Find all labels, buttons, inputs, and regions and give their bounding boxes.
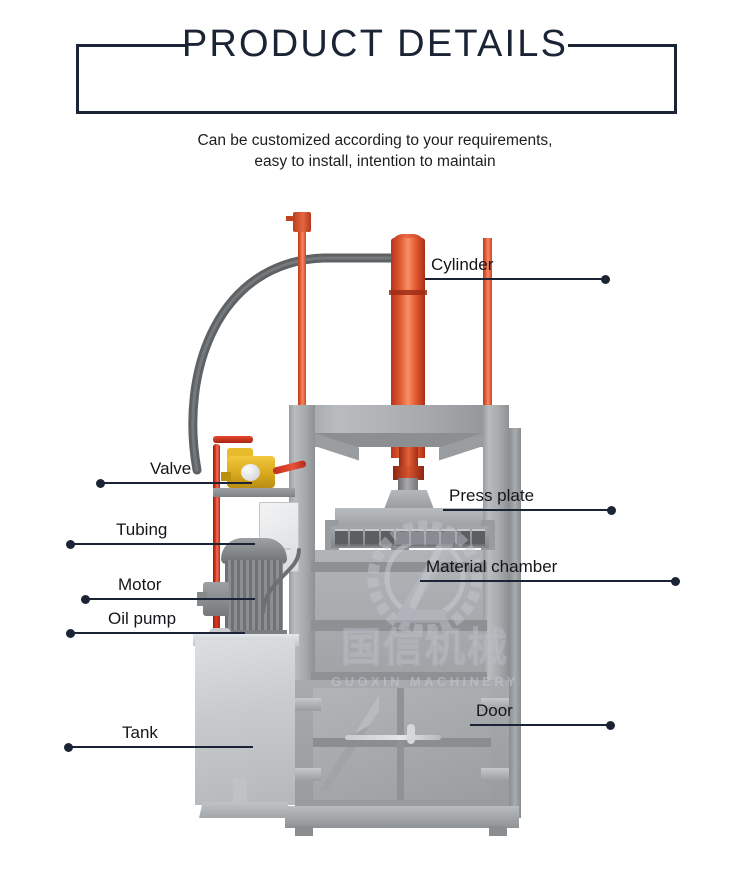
frame-side-column [509,428,521,818]
header-block: PRODUCT DETAILS Can be customized accord… [0,0,750,180]
guide-rod-right [483,238,492,443]
press-plate-upper [335,508,483,528]
press-plate-slot [335,528,349,546]
callout-label-tank: Tank [122,723,158,742]
press-plate-slot [441,528,455,546]
press-plate-slot [471,528,486,546]
guide-rod-left [298,225,306,440]
cylinder-ring [389,290,427,295]
hydraulic-tubing [213,444,220,622]
callout-line [443,509,611,511]
valve-knob[interactable] [241,464,260,481]
page-title: PRODUCT DETAILS [181,23,569,65]
callout-label-door: Door [476,701,513,720]
cylinder-collar [393,466,424,480]
chamber-rail [311,672,487,683]
callout-line [470,724,610,726]
valve-mounting-shelf [213,488,295,497]
machine-foot [295,826,313,836]
press-plate-slot [350,528,364,546]
press-plate-slot [411,528,425,546]
valve-cap [227,448,253,459]
callout-line [68,746,253,748]
baler-machine-illustration [185,190,535,860]
callout-line [425,278,605,280]
rod-top-fitting [293,212,311,232]
callout-label-cylinder: Cylinder [431,255,494,274]
callout-label-oil-pump: Oil pump [108,609,177,628]
callout-line [70,632,245,634]
callout-dot [671,576,680,586]
motor-top-cap [221,538,287,564]
press-plate [331,526,489,548]
valve-port [221,472,231,481]
callout-dot [606,720,615,730]
callout-dot [81,594,90,604]
press-plate-slot [456,528,470,546]
door-hinge [291,698,321,711]
callout-line [420,580,675,582]
door-handle-grip[interactable] [407,724,415,744]
chamber-rail [311,562,487,572]
callout-label-motor: Motor [118,575,162,594]
product-photo: 国信机械 GUOXIN MACHINERY Cylinder Press pla… [0,180,750,873]
tank-latch [233,778,247,804]
electric-motor [225,560,283,632]
callout-label-valve: Valve [150,459,192,478]
oil-tank [195,640,295,805]
callout-label-press-plate: Press plate [449,486,535,505]
machine-foot [489,826,507,836]
callout-dot [64,742,73,752]
callout-dot [96,478,105,488]
chamber-rail [311,620,487,631]
callout-line [85,598,255,600]
title-frame-gap [188,34,568,58]
press-plate-slot [365,528,379,546]
page-subtitle: Can be customized according to your requ… [0,130,750,172]
callout-label-tubing: Tubing [116,520,168,539]
frame-top-beam [289,405,509,435]
callout-dot [601,274,610,284]
rod-top-nub [286,216,295,221]
subtitle-line-1: Can be customized according to your requ… [197,132,553,149]
callout-label-material-chamber: Material chamber [426,557,558,576]
press-plate-slot [380,528,394,546]
callout-dot [66,628,75,638]
motor-cable-icon [261,548,301,614]
door-vertical-rail [397,688,404,800]
callout-dot [66,539,75,549]
door-handle[interactable] [345,735,441,740]
machine-base [285,806,519,828]
tubing-elbow [213,436,253,443]
door-hinge [291,768,321,781]
callout-line [70,543,255,545]
callout-dot [607,505,616,515]
callout-line [100,482,252,484]
press-plate-slot [426,528,440,546]
subtitle-line-2: easy to install, intention to maintain [254,153,496,170]
door-hinge [481,698,509,711]
tank-skirt [199,802,291,818]
press-plate-slot [395,528,410,546]
press-plate-hub [383,490,435,512]
door-hinge [481,768,509,781]
